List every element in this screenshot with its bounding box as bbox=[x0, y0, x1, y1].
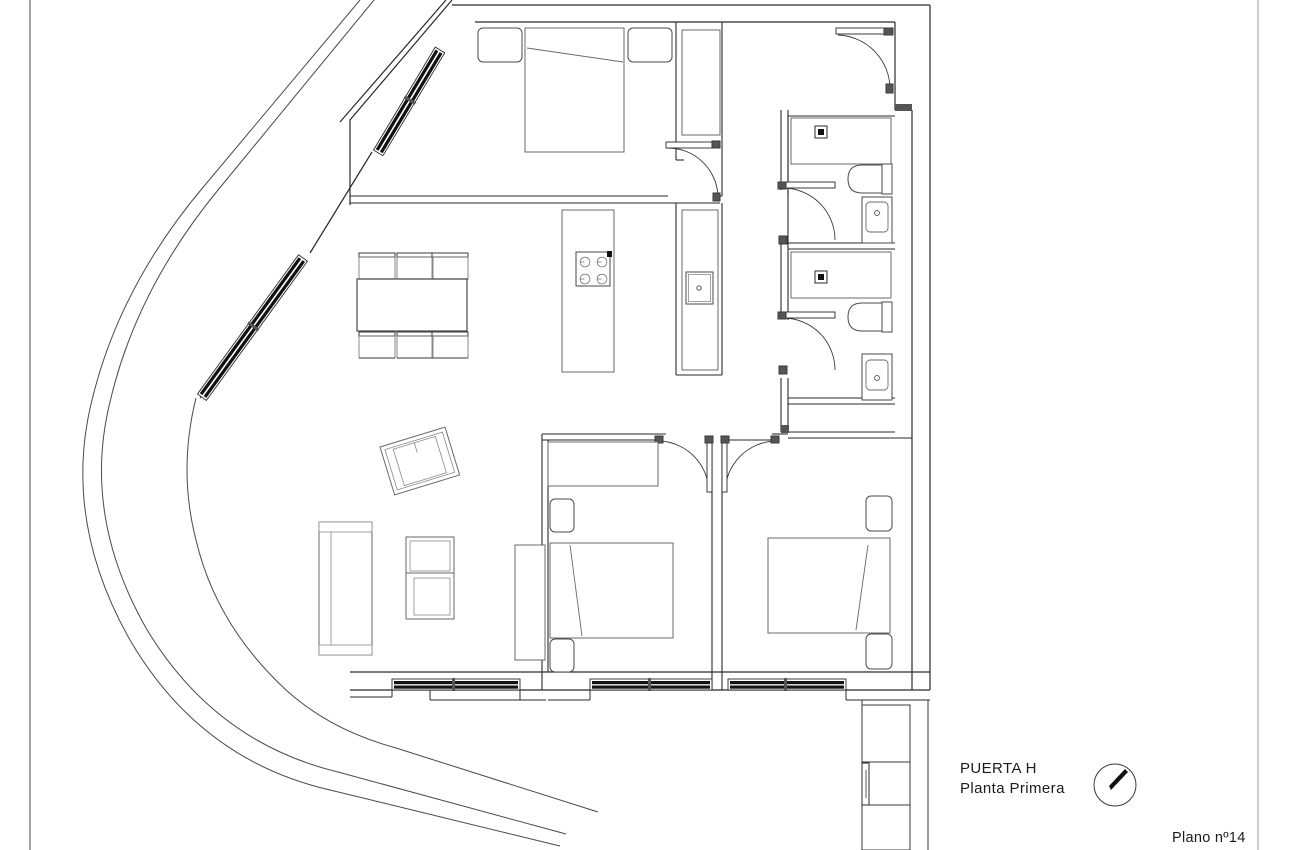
door-bathroom-1[interactable] bbox=[777, 181, 836, 245]
master-bedroom-furniture bbox=[477, 27, 721, 153]
nightstand-bottom bbox=[549, 638, 575, 673]
toilet bbox=[847, 163, 893, 195]
dining-set bbox=[356, 252, 469, 359]
bathroom-1-fixtures bbox=[790, 117, 893, 244]
bed-duvet-fold bbox=[526, 47, 624, 63]
nightstand-right bbox=[627, 27, 673, 63]
bedroom-3-furniture bbox=[767, 495, 893, 670]
dining-chair bbox=[358, 331, 396, 359]
kitchen-counter-left bbox=[561, 209, 615, 373]
dining-chair bbox=[431, 252, 469, 280]
nightstand-top bbox=[865, 495, 893, 532]
nightstand-bottom bbox=[865, 633, 893, 670]
kitchen-sink bbox=[685, 271, 714, 305]
floor-label: Planta Primera bbox=[960, 780, 1065, 797]
dining-table bbox=[356, 278, 468, 332]
dining-chair bbox=[396, 331, 434, 359]
double-bed bbox=[549, 542, 674, 639]
north-arrow bbox=[1093, 763, 1137, 807]
door-bathroom-2[interactable] bbox=[777, 311, 836, 375]
washbasin bbox=[861, 196, 893, 244]
door-bedroom-3[interactable] bbox=[720, 435, 780, 493]
nightstand-top bbox=[549, 498, 575, 533]
double-bed bbox=[767, 537, 891, 634]
door-master-bedroom[interactable] bbox=[665, 140, 721, 202]
sliding-door-diagonal-upper bbox=[372, 46, 446, 157]
side-chairs bbox=[405, 536, 455, 620]
dresser bbox=[514, 544, 546, 661]
nightstand-left bbox=[477, 27, 523, 63]
shower-tray bbox=[790, 251, 892, 299]
bedroom-2-furniture bbox=[514, 441, 674, 673]
title-block: PUERTA H Planta Primera bbox=[960, 760, 1090, 797]
wardrobe-bedroom-2 bbox=[547, 441, 659, 487]
door-bedroom-2[interactable] bbox=[654, 435, 714, 493]
sliding-window-bedroom-2 bbox=[548, 678, 713, 701]
kitchen-fittings bbox=[561, 209, 719, 373]
toilet bbox=[847, 301, 893, 333]
terrace-outline bbox=[82, 0, 599, 847]
sheet-number-label: Plano nº14 bbox=[1172, 830, 1246, 846]
door-entrance[interactable] bbox=[835, 27, 894, 94]
washbasin bbox=[861, 353, 893, 401]
shower-tray bbox=[790, 117, 892, 165]
dining-chair bbox=[358, 252, 396, 280]
dining-chair bbox=[396, 252, 434, 280]
side-balcony bbox=[861, 700, 929, 850]
bed-duvet-fold bbox=[855, 544, 869, 631]
wardrobe-master bbox=[681, 29, 721, 136]
wall-jamb-details bbox=[781, 104, 912, 433]
double-bed bbox=[524, 27, 625, 153]
living-room-furniture bbox=[318, 426, 461, 656]
sofa bbox=[318, 521, 373, 656]
cooktop bbox=[575, 251, 611, 287]
armchair bbox=[379, 426, 461, 496]
sheet-border bbox=[29, 0, 1259, 850]
bed-duvet-fold bbox=[569, 544, 583, 637]
bathroom-2-fixtures bbox=[790, 251, 893, 401]
sliding-door-diagonal-lower bbox=[196, 254, 309, 402]
unit-label: PUERTA H bbox=[960, 760, 1037, 777]
sliding-window-living bbox=[350, 678, 546, 701]
interior-walls bbox=[350, 22, 912, 690]
sliding-window-bedroom-3 bbox=[727, 678, 930, 701]
dining-chair bbox=[431, 331, 469, 359]
